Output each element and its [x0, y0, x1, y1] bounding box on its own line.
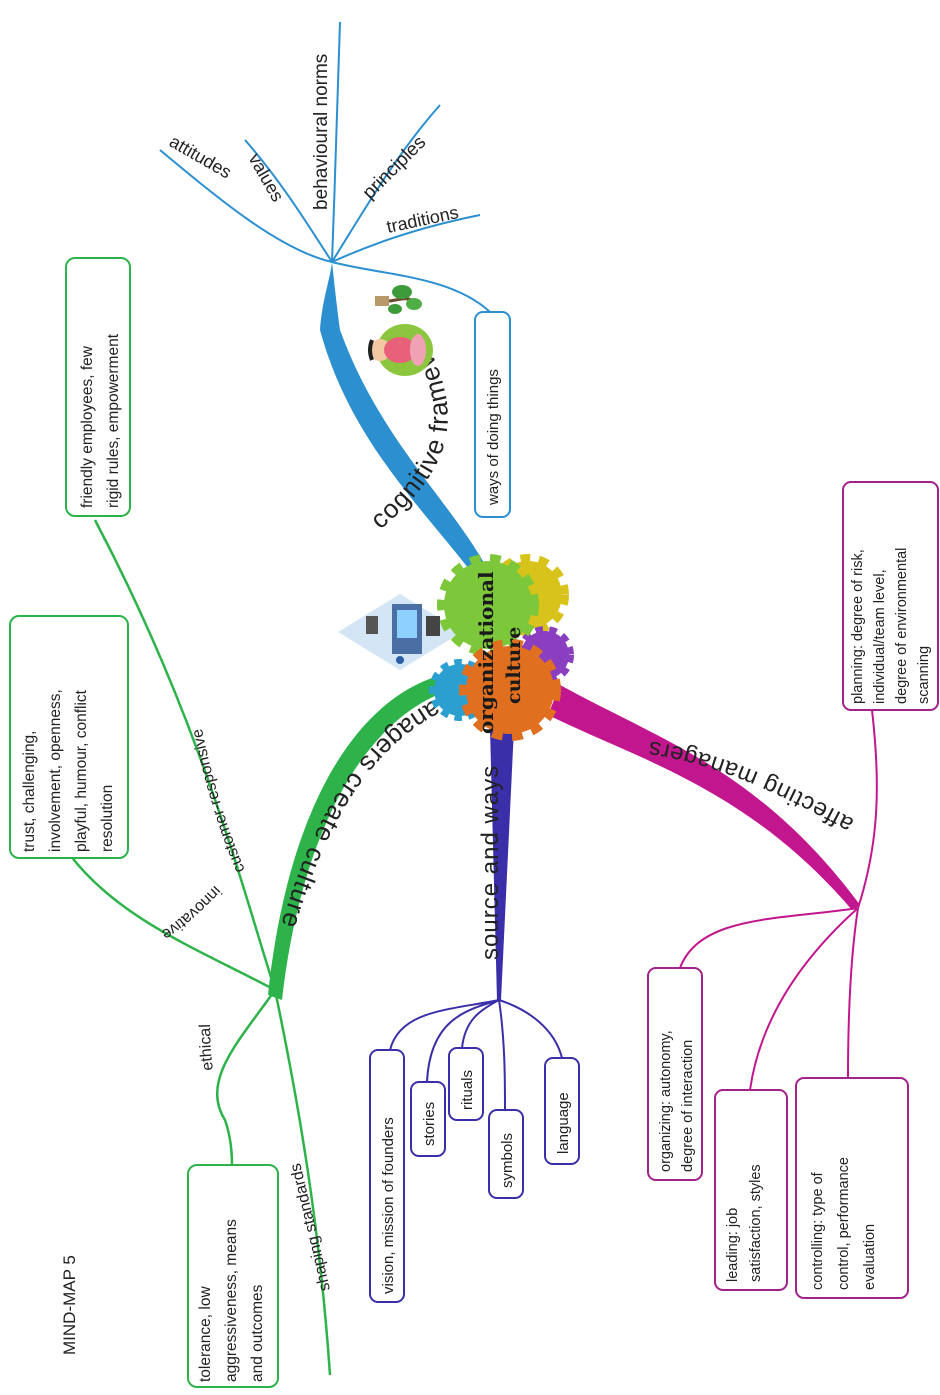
shaping-line	[273, 989, 332, 1376]
source-branch: source and ways vision, mission of found…	[369, 728, 580, 1303]
ethical-line	[215, 989, 277, 1166]
meditating-figure-icon	[368, 324, 433, 376]
affecting-main-connector	[548, 685, 860, 910]
planning-box-line-4: scanning	[916, 646, 932, 704]
planning-box-line-1: planning: degree of risk,	[850, 549, 866, 704]
stories-box-text: stories	[421, 1102, 438, 1146]
customer-box-line-2: rigid rules, empowerment	[105, 333, 122, 508]
customer-line	[93, 519, 277, 991]
innovative-box: trust, challenging, involvement, opennes…	[9, 615, 129, 859]
managers-main-connector	[268, 674, 450, 1000]
cognitive-leaf-line-norms	[331, 21, 341, 263]
cognitive-leaf-line-values	[244, 139, 333, 263]
cognitive-leaf-line-principles	[331, 104, 441, 263]
organizing-box-line-1: organizing: autonomy,	[658, 1030, 674, 1172]
affecting-branch: affecting managers planning: degree of r…	[548, 481, 939, 1299]
shaping-standards-label: shaping standards	[287, 1162, 333, 1293]
innovative-line	[69, 854, 276, 992]
stories-box: stories	[410, 1081, 446, 1157]
innovative-label: innovative	[158, 882, 224, 943]
language-box-text: language	[555, 1092, 572, 1154]
source-label: source and ways	[477, 765, 504, 960]
leaf-values: values	[245, 150, 288, 205]
leaf-principles: principles	[359, 132, 431, 204]
gear-orange	[459, 639, 561, 741]
vision-box-text: vision, mission of founders	[380, 1117, 397, 1294]
map-title: MIND-MAP 5	[60, 1255, 79, 1355]
planning-box-line-2: individual/team level,	[872, 569, 888, 704]
ethical-label: ethical	[197, 1024, 217, 1072]
customer-responsive-label: customer-responsive	[189, 727, 249, 875]
symbols-box-text: symbols	[499, 1133, 516, 1188]
innovative-box-line-1: trust, challenging,	[21, 731, 38, 853]
source-line-language	[498, 999, 563, 1059]
center-title-line-1: organizational	[474, 571, 498, 734]
rituals-box: rituals	[448, 1047, 484, 1121]
organizing-box: organizing: autonomy, degree of interact…	[647, 967, 703, 1181]
vision-box: vision, mission of founders	[369, 1049, 405, 1303]
controlling-box-line-1: controlling: type of	[810, 1171, 826, 1290]
cognitive-leaf-line-traditions	[331, 214, 481, 263]
ethical-box: tolerance, low aggressiveness, means and…	[187, 1164, 279, 1388]
source-line-rituals	[461, 999, 500, 1049]
center-gears: organizational culture	[429, 554, 574, 741]
ethical-box-line-3: and outcomes	[249, 1284, 266, 1382]
cognitive-box-line	[331, 261, 491, 313]
ethical-box-line-2: aggressiveness, means	[223, 1219, 240, 1382]
ethical-box-line-1: tolerance, low	[197, 1286, 214, 1382]
planning-box: planning: degree of risk, individual/tea…	[842, 481, 939, 711]
cognitive-leaf-line-attitudes	[159, 149, 333, 263]
affecting-label: affecting managers	[646, 735, 858, 838]
bonsai-tree-icon	[375, 285, 422, 314]
affecting-line-leading	[749, 907, 859, 1091]
ways-box: ways of doing things	[474, 311, 511, 518]
leading-box: leading: job satisfaction, styles	[714, 1089, 788, 1291]
symbols-box: symbols	[488, 1109, 524, 1199]
affecting-line-organizing	[679, 907, 859, 969]
affecting-line-controlling	[847, 907, 859, 1079]
customer-box: friendly employees, few rigid rules, emp…	[65, 257, 131, 517]
controlling-box: controlling: type of control, performanc…	[795, 1077, 909, 1299]
source-main-connector	[490, 728, 514, 1000]
leading-box-line-2: satisfaction, styles	[748, 1164, 764, 1282]
affecting-line-planning	[857, 709, 878, 909]
gear-green	[437, 554, 539, 656]
leaf-attitudes: attitudes	[166, 131, 235, 182]
leaf-behavioural-norms: behavioural norms	[311, 54, 332, 210]
cognitive-main-connector	[320, 262, 488, 578]
ways-box-text: ways of doing things	[485, 369, 502, 506]
controlling-box-line-2: control, performance	[836, 1157, 852, 1290]
innovative-box-line-4: resolution	[99, 785, 116, 852]
source-line-symbols	[498, 999, 506, 1111]
leading-box-line-1: leading: job	[725, 1208, 741, 1282]
source-line-stories	[426, 999, 500, 1083]
leaf-traditions: traditions	[385, 202, 461, 237]
source-line-vision	[389, 999, 500, 1051]
rituals-box-text: rituals	[459, 1070, 476, 1110]
controlling-box-line-3: evaluation	[862, 1224, 878, 1290]
innovative-box-line-3: playful, humour, conflict	[73, 689, 90, 852]
center-title-line-2: culture	[503, 627, 525, 704]
language-box: language	[544, 1057, 580, 1165]
planning-box-line-3: degree of environmental	[894, 548, 910, 704]
computer-network-icon	[338, 594, 462, 670]
organizing-box-line-2: degree of interaction	[680, 1040, 696, 1172]
innovative-box-line-2: involvement, openness,	[47, 689, 64, 852]
customer-box-line-1: friendly employees, few	[79, 345, 96, 508]
